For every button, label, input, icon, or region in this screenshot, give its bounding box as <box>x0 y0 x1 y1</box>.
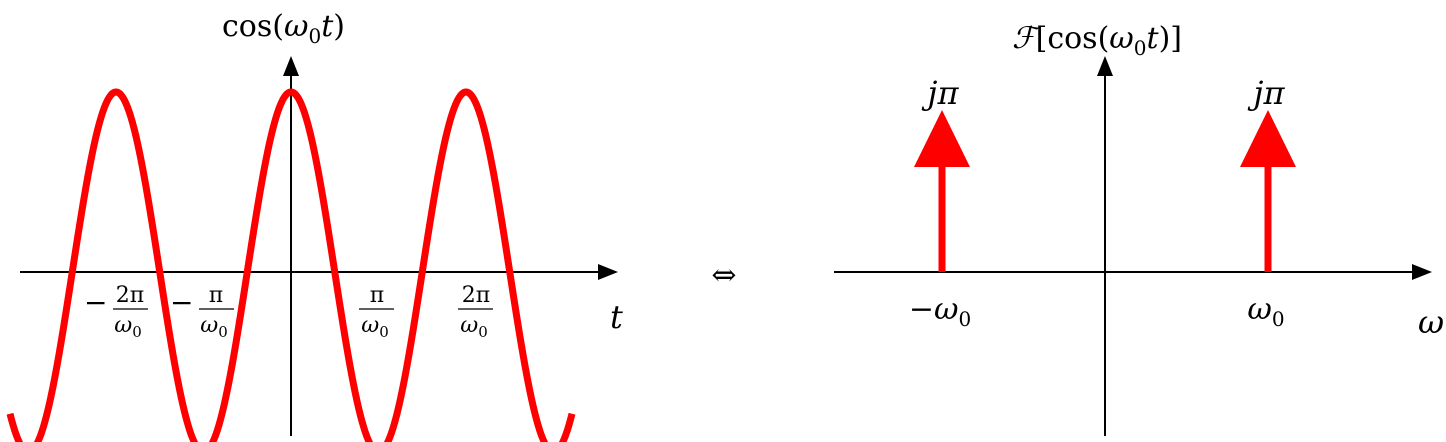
freq-x-axis-label: ω <box>1418 303 1444 341</box>
svg-text:−: − <box>84 286 107 319</box>
svg-text:ω0: ω0 <box>460 313 488 341</box>
freq-x-axis-arrowhead <box>1412 264 1432 280</box>
time-x-axis-label: t <box>610 298 623 336</box>
cosine-curve <box>6 88 576 442</box>
freq-y-axis-arrowhead <box>1097 56 1113 76</box>
tick-label-minus-omega0: −ω0 <box>909 292 971 331</box>
svg-text:π: π <box>209 283 223 308</box>
tick-label-pi-over-omega0: π ω0 <box>359 283 394 341</box>
time-y-axis-arrowhead <box>283 56 299 76</box>
time-y-axis-label: cos(ω0t) <box>222 9 345 48</box>
equivalence-arrow: ⇔ <box>711 258 736 293</box>
impulse-positive-omega0: jπ ω0 <box>1240 74 1296 331</box>
tick-label-omega0: ω0 <box>1247 292 1284 331</box>
svg-text:π: π <box>370 283 384 308</box>
svg-text:ω0: ω0 <box>114 313 142 341</box>
impulse-label: jπ <box>1248 74 1286 112</box>
time-domain-plot: cos(ω0t) t − 2π ω0 − π ω0 π ω <box>6 9 623 442</box>
impulse-arrowhead <box>1240 110 1296 167</box>
svg-text:2π: 2π <box>462 283 490 308</box>
impulse-arrowhead <box>914 110 970 167</box>
tick-label-minus-pi-over-omega0: − π ω0 <box>170 283 234 341</box>
freq-y-axis-label: ℱ[cos(ω0t)] <box>1012 21 1182 60</box>
svg-text:ω0: ω0 <box>200 313 228 341</box>
time-x-axis-arrowhead <box>598 264 618 280</box>
impulse-negative-omega0: jπ −ω0 <box>909 74 971 331</box>
frequency-domain-plot: ℱ[cos(ω0t)] ω jπ −ω0 jπ ω0 <box>834 21 1444 436</box>
tick-label-minus-2pi-over-omega0: − 2π ω0 <box>84 283 148 341</box>
impulse-label: jπ <box>922 74 960 112</box>
svg-text:−: − <box>170 286 193 319</box>
svg-text:2π: 2π <box>116 283 144 308</box>
svg-text:ω0: ω0 <box>361 313 389 341</box>
tick-label-2pi-over-omega0: 2π ω0 <box>458 283 493 341</box>
